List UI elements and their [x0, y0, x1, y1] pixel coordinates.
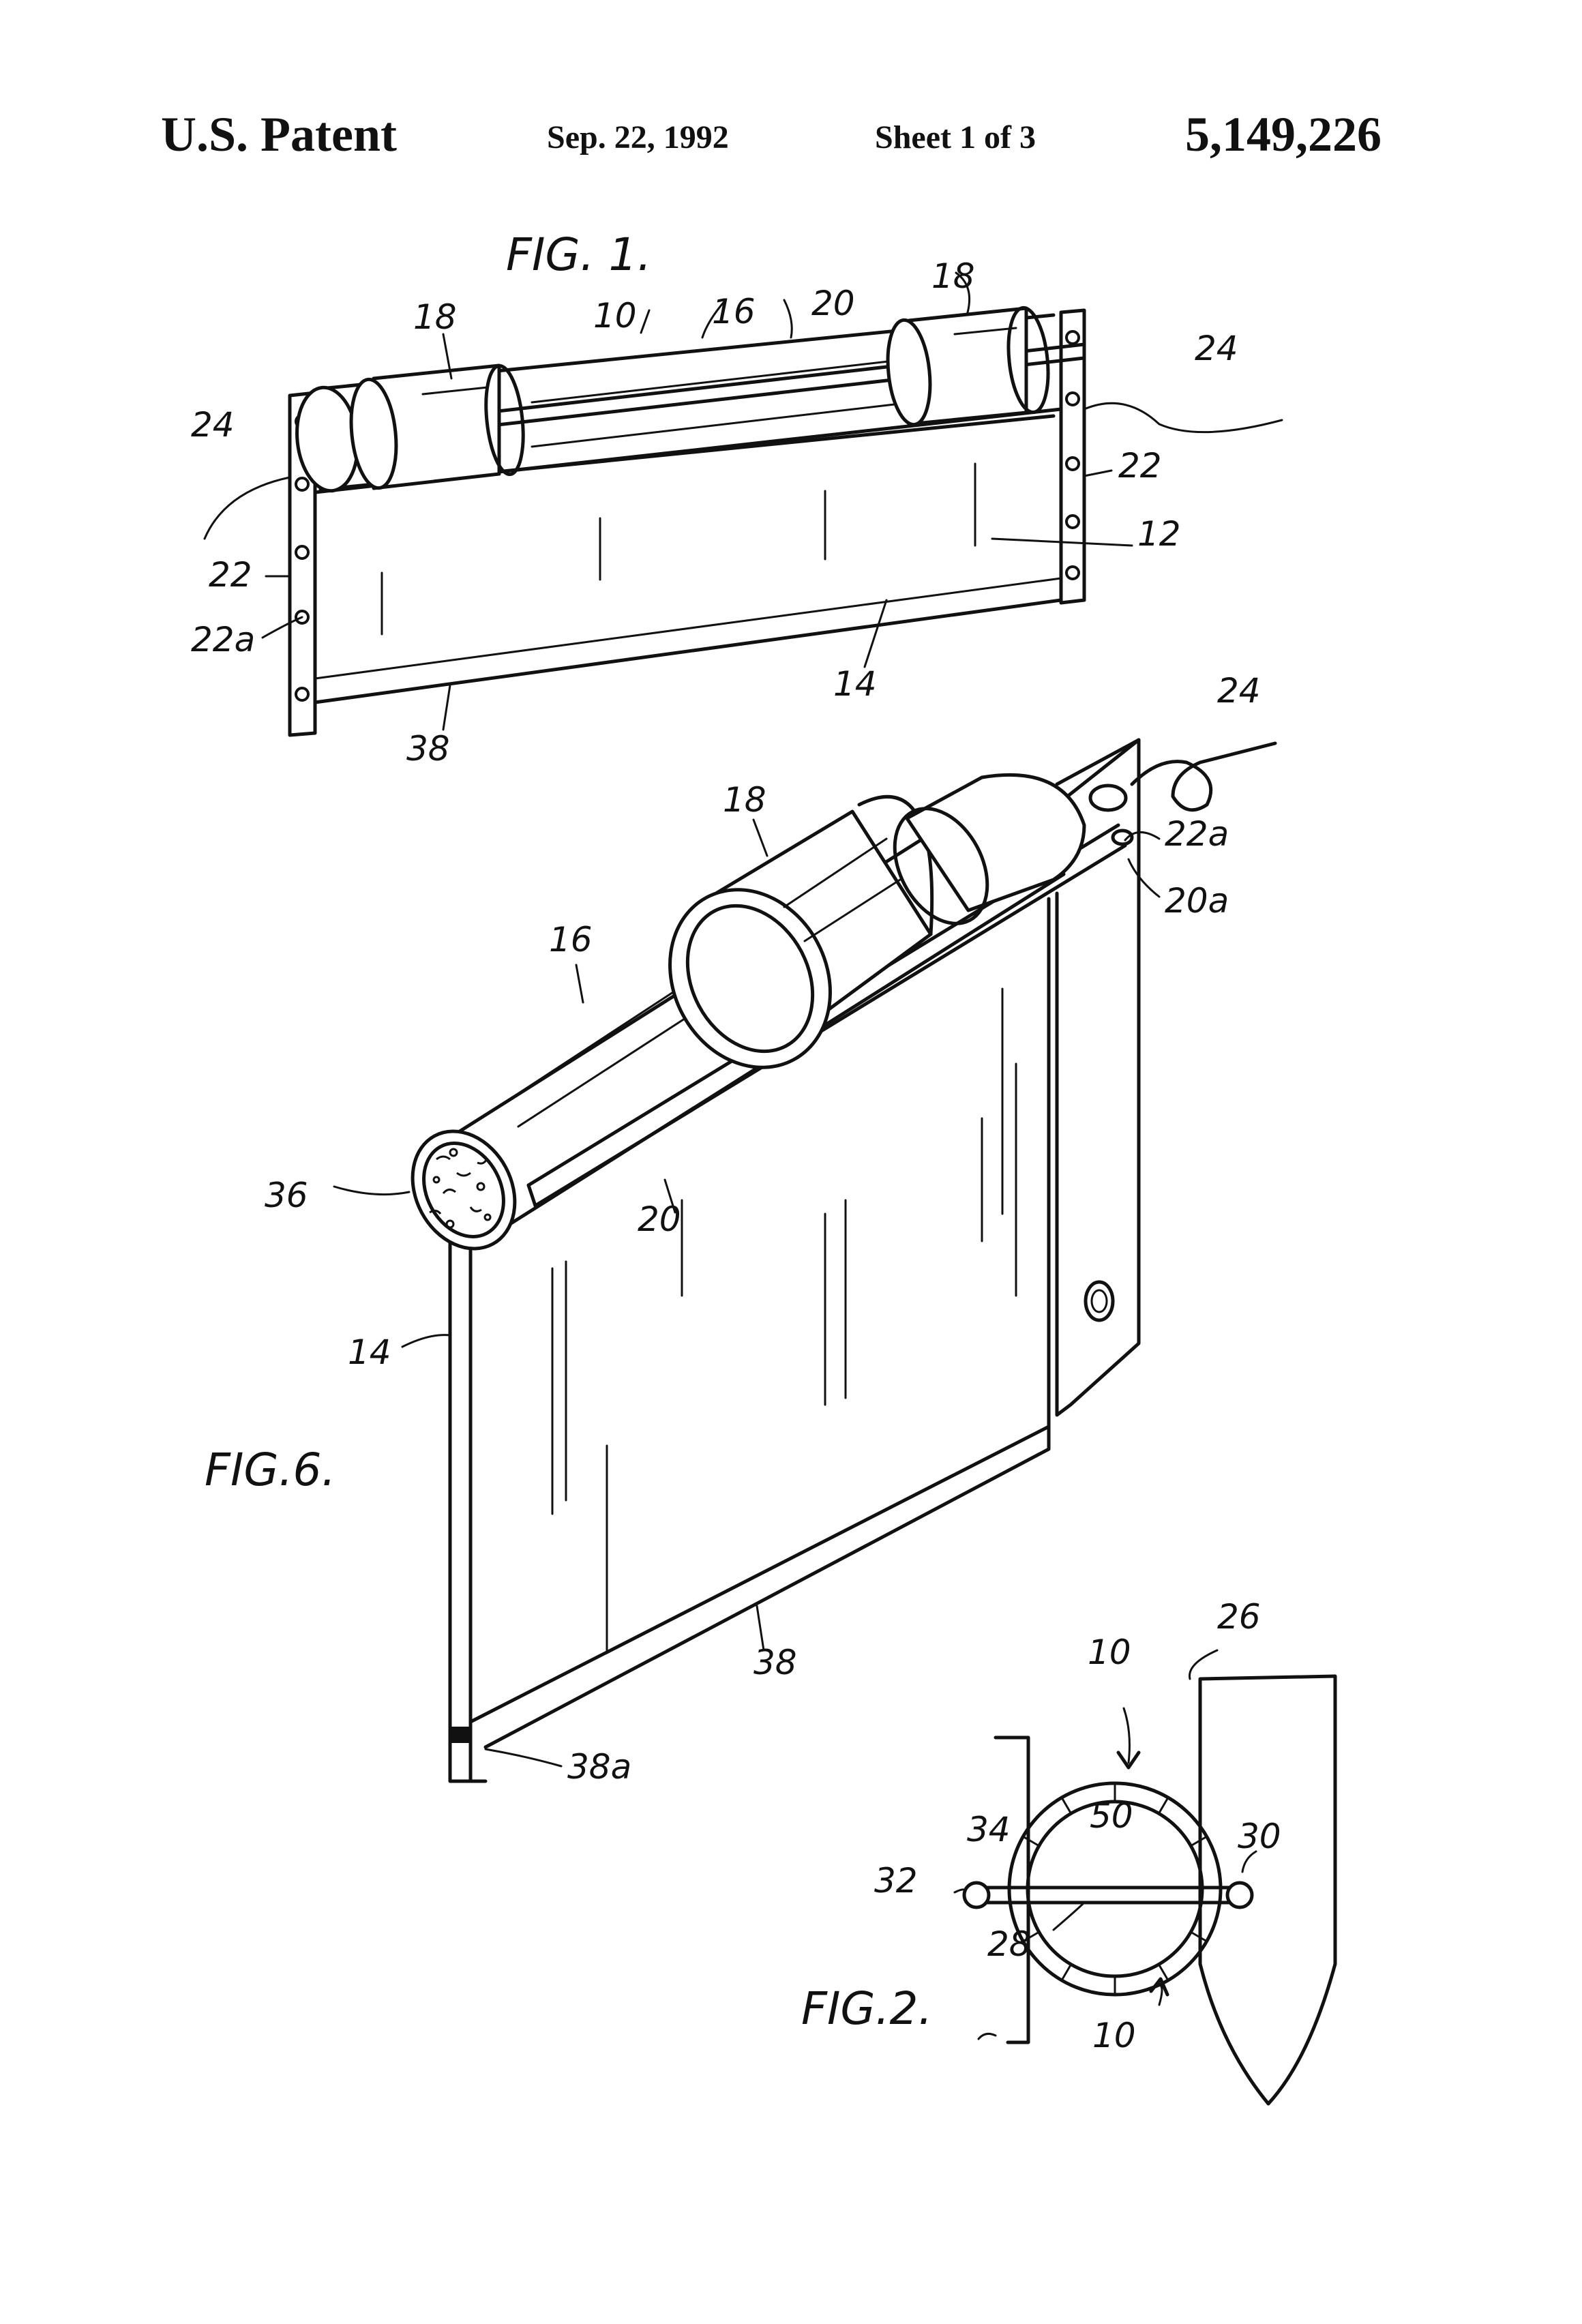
fig6-ref-38a: 38a — [567, 1747, 631, 1787]
fig6-ref-20a: 20a — [1165, 881, 1229, 921]
fig2-ref-10-bottom: 10 — [1092, 2016, 1136, 2055]
fig6-ref-16: 16 — [549, 920, 593, 959]
fig1-ref-14: 14 — [833, 664, 877, 704]
fig1-ref-18-left: 18 — [413, 297, 457, 337]
fig1-ref-18-right: 18 — [931, 256, 975, 296]
fig6-ref-22a: 22a — [1165, 814, 1229, 854]
fig2-ref-32: 32 — [874, 1861, 918, 1901]
fig1-title: FIG. 1. — [506, 228, 652, 281]
fig6-ref-14: 14 — [348, 1332, 391, 1372]
figure-6 — [334, 740, 1275, 1781]
fig1-ref-20: 20 — [811, 284, 855, 323]
fig6-ref-38: 38 — [753, 1643, 797, 1682]
fig1-ref-12: 12 — [1137, 514, 1181, 554]
fig1-ref-24-right: 24 — [1195, 329, 1238, 368]
fig2-title: FIG.2. — [801, 1982, 933, 2035]
fig2-ref-26: 26 — [1217, 1597, 1261, 1637]
fig1-ref-22-left: 22 — [209, 555, 252, 595]
fig1-ref-10: 10 — [593, 296, 637, 336]
figure-2 — [955, 1650, 1335, 2104]
fig2-ref-28: 28 — [987, 1924, 1031, 1964]
fig6-ref-20: 20 — [638, 1200, 681, 1239]
fig1-ref-22a: 22a — [191, 620, 255, 659]
fig1-ref-22-right: 22 — [1118, 446, 1162, 486]
fig6-ref-36: 36 — [265, 1176, 308, 1215]
fig6-ref-18: 18 — [723, 780, 766, 820]
fig6-ref-24: 24 — [1217, 671, 1261, 711]
figure-1 — [205, 273, 1282, 735]
fig2-ref-34: 34 — [967, 1810, 1011, 1849]
fig1-ref-16: 16 — [712, 292, 756, 331]
fig2-ref-10-top: 10 — [1088, 1633, 1131, 1672]
fig2-ref-50: 50 — [1090, 1796, 1133, 1836]
fig2-ref-30: 30 — [1238, 1817, 1281, 1856]
fig6-title: FIG.6. — [205, 1444, 336, 1496]
fig1-ref-24-left: 24 — [191, 405, 235, 445]
fig1-ref-38: 38 — [406, 729, 450, 769]
